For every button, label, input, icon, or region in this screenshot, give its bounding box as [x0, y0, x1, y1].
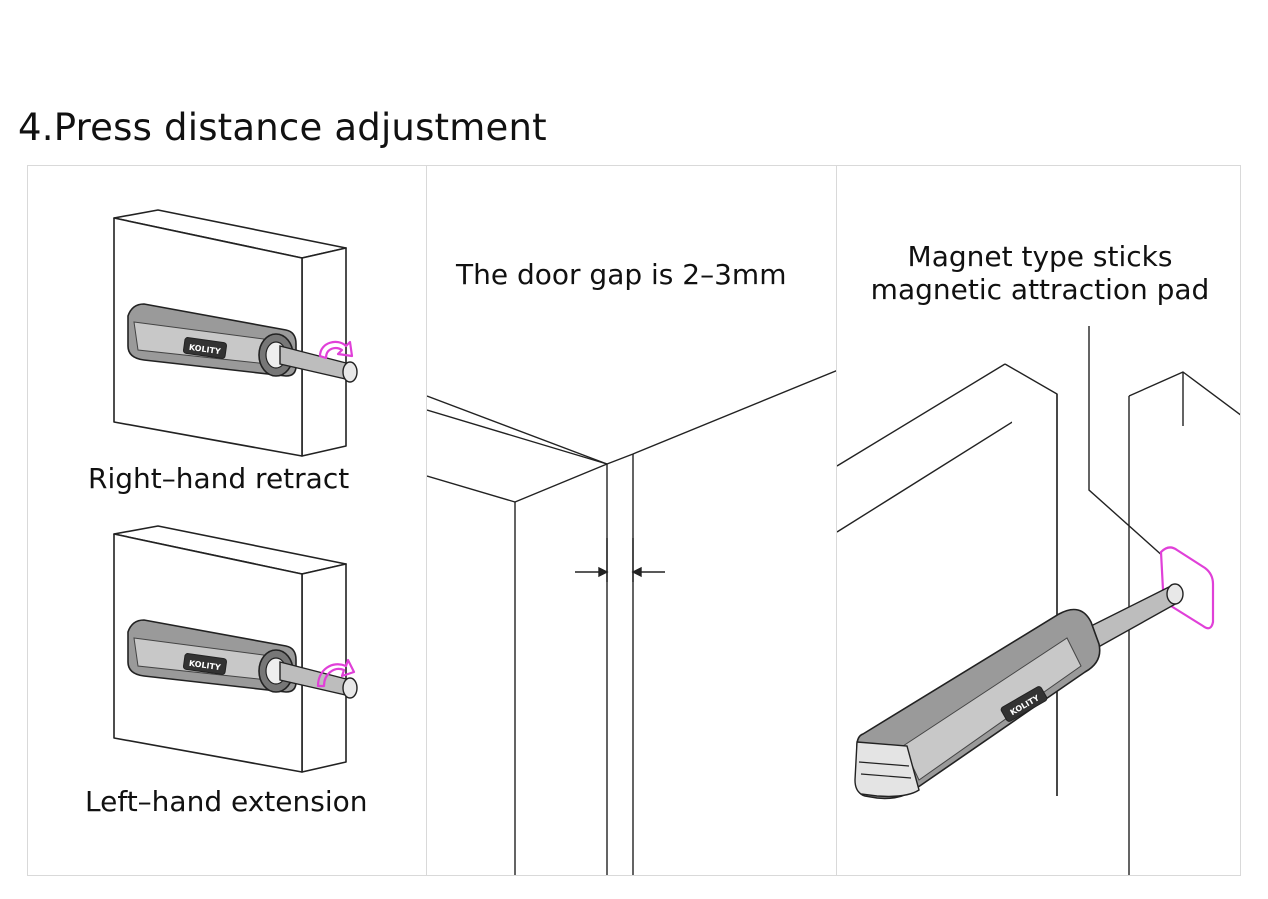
lower-push-latch: KOLITY — [127, 619, 358, 699]
callout-leader-line — [1088, 326, 1166, 559]
door-gap-illustration — [427, 370, 836, 875]
extension-arrow-icon — [316, 658, 356, 688]
caption-right-hand-retract: Right–hand retract — [88, 462, 350, 495]
upper-push-latch: KOLITY — [127, 303, 358, 383]
caption-magnet-type: Magnet type sticks magnetic attraction p… — [859, 240, 1221, 306]
cabinet-doors — [427, 370, 836, 875]
hand-adjustment-illustration: KOLITY KOLITY — [113, 209, 358, 773]
magnet-push-latch: KOLITY — [854, 583, 1184, 800]
caption-magnet-line1: Magnet type sticks — [907, 240, 1173, 273]
magnet-illustration: KOLITY — [837, 326, 1240, 875]
caption-magnet-line2: magnetic attraction pad — [870, 273, 1210, 306]
caption-door-gap: The door gap is 2–3mm — [456, 258, 787, 291]
page-title: 4.Press distance adjustment — [18, 106, 547, 149]
panel-magnet-type: KOLITY Magnet type sticks magnetic attra… — [836, 165, 1241, 876]
panel-door-gap: The door gap is 2–3mm — [426, 165, 837, 876]
upper-device-logo: KOLITY — [188, 343, 221, 356]
panel-hand-adjustment: KOLITY KOLITY Right–hand retract Left–ha… — [27, 165, 427, 876]
cabinet-panels — [837, 363, 1240, 875]
caption-left-hand-extension: Left–hand extension — [85, 785, 368, 818]
lower-device-logo: KOLITY — [188, 659, 221, 672]
retract-arrow-icon — [318, 340, 354, 360]
gap-dimension-marker — [575, 538, 665, 582]
